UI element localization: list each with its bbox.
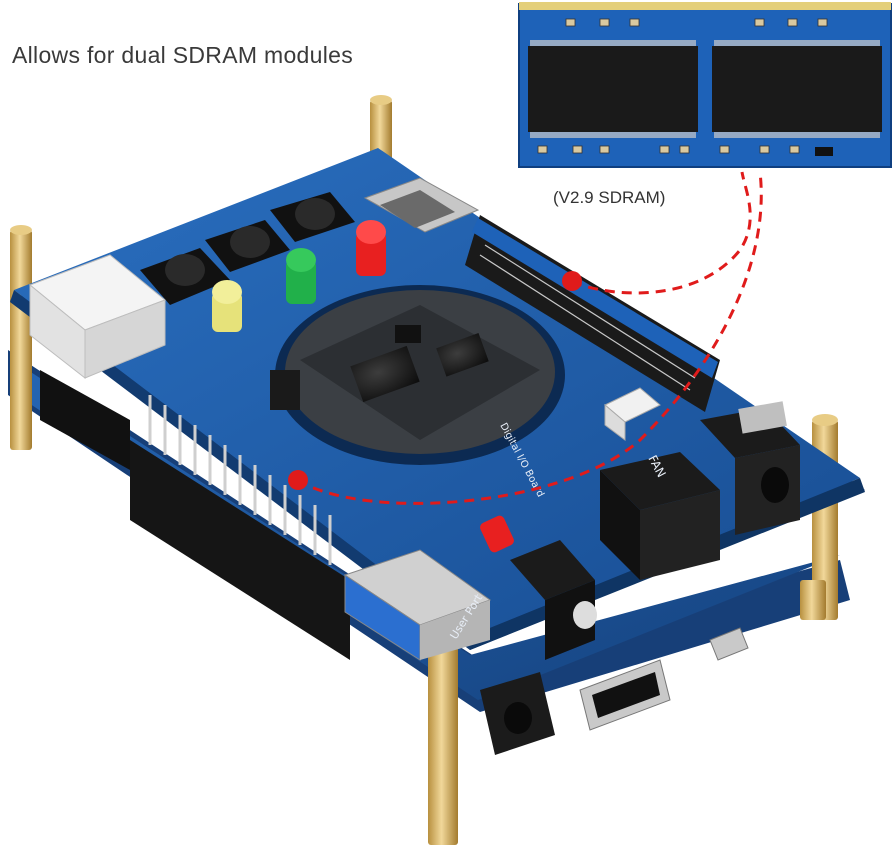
fpga-core-board <box>270 285 565 465</box>
sdram-module <box>518 2 892 168</box>
sdram-socket <box>465 215 720 412</box>
base-board <box>8 350 850 712</box>
push-buttons <box>140 192 355 305</box>
callout-dot-header <box>288 470 308 490</box>
headline: Allows for dual SDRAM modules <box>12 42 354 68</box>
usb-port <box>343 549 492 661</box>
sdram-caption: (V2.9 SDRAM) <box>553 188 666 207</box>
hdmi-port <box>579 627 749 731</box>
callout-dot-socket <box>562 271 582 291</box>
fan-connector <box>604 387 661 441</box>
gpio-header <box>40 370 350 660</box>
dc-jack <box>480 672 555 755</box>
front-standoffs <box>800 580 826 620</box>
leds <box>212 220 514 553</box>
sd-card-slot <box>363 177 480 233</box>
audio-jacks <box>510 401 800 660</box>
white-connector <box>29 254 166 380</box>
callout-lines <box>297 171 763 505</box>
